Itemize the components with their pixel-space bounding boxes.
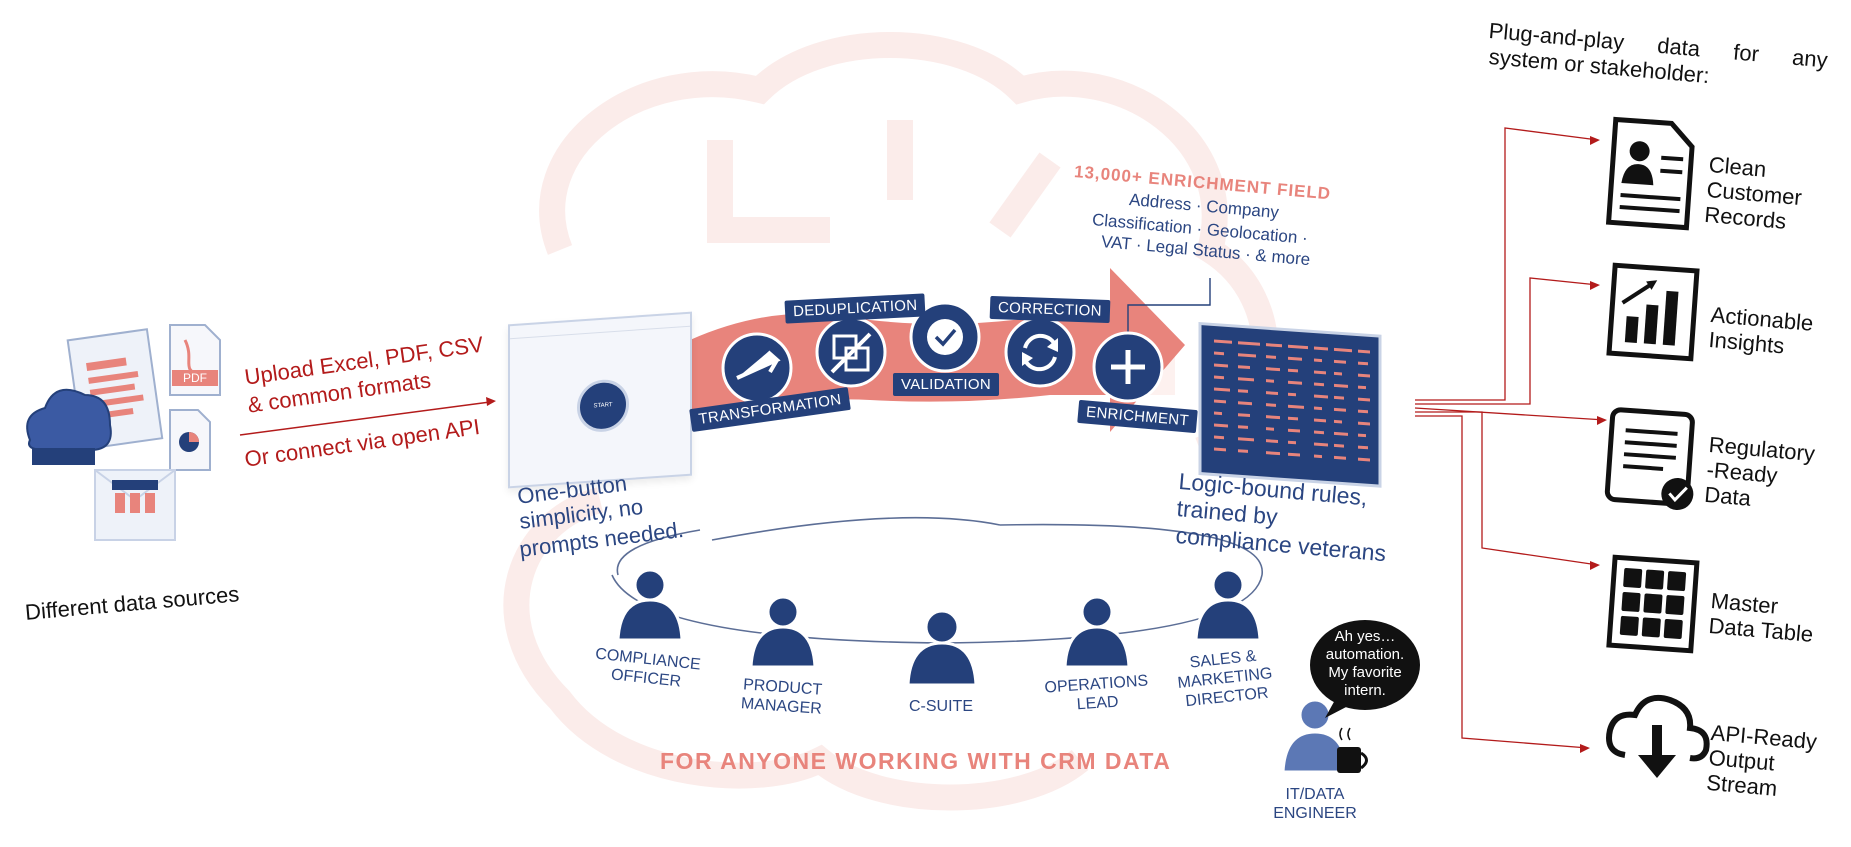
- speech-bubble-text: Ah yes… automation. My favorite intern.: [1325, 628, 1405, 699]
- data-source-icons: PDF: [26, 324, 221, 541]
- data-screen-icon: [1198, 321, 1382, 488]
- document-user-icon: [1605, 116, 1695, 231]
- cloud-watermark: [503, 32, 1279, 811]
- pdf-tag: PDF: [183, 371, 207, 385]
- person-icon-product: [749, 595, 817, 669]
- pdf-file-icon: PDF: [169, 324, 221, 396]
- coffee-mug-icon: [1337, 727, 1368, 773]
- cloud-download-icon: [1606, 694, 1710, 778]
- audience-banner: FOR ANYONE WORKING WITH CRM DATA: [660, 748, 1172, 774]
- role-csuite: C-SUITE: [909, 698, 973, 715]
- cloud-icon: [26, 388, 112, 465]
- output-connectors: [1414, 127, 1606, 749]
- envelope-icon: [94, 469, 176, 541]
- person-icon-operations: [1063, 595, 1131, 669]
- person-icon-sales: [1194, 568, 1262, 642]
- validation-icon: [909, 301, 981, 373]
- enrichment-icon: [1092, 331, 1164, 403]
- chart-file-icon: [169, 409, 211, 471]
- transformation-icon: [721, 332, 793, 404]
- step-validation: VALIDATION: [893, 373, 999, 396]
- person-icon-csuite: [906, 609, 978, 687]
- bar-chart-icon: [1606, 262, 1700, 362]
- person-icon-compliance: [616, 568, 684, 642]
- person-icon-engineer: [1281, 698, 1349, 774]
- certified-document-icon: [1604, 407, 1695, 511]
- grid-table-icon: [1606, 554, 1700, 654]
- speech-bubble: [1310, 620, 1420, 718]
